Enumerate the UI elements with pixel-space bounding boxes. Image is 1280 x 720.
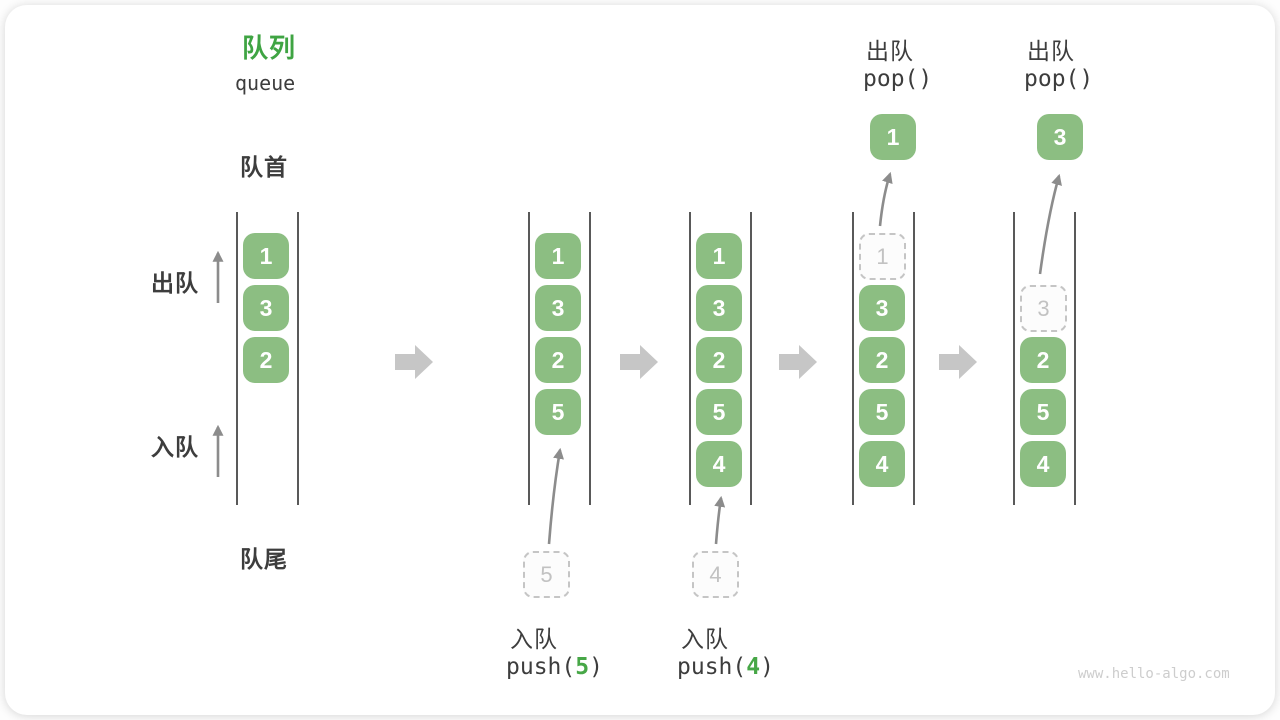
queue-element: 5	[696, 389, 742, 435]
code-push-pre: push(	[506, 654, 576, 680]
queue-element: 3	[535, 285, 581, 331]
popped-element: 3	[1037, 114, 1083, 160]
diagram-title-zh: 队列	[242, 33, 297, 63]
queue-element: 3	[243, 285, 289, 331]
queue-element: 5	[859, 389, 905, 435]
queue-element: 2	[535, 337, 581, 383]
queue-element: 4	[859, 441, 905, 487]
code-push-arg: 4	[746, 654, 761, 680]
removed-element-ghost: 3	[1020, 285, 1067, 332]
queue-element: 1	[535, 233, 581, 279]
label-dequeue-op: 出队	[1027, 38, 1075, 64]
queue-channel-line	[1074, 212, 1076, 505]
diagram-card	[5, 5, 1275, 715]
queue-element: 2	[696, 337, 742, 383]
queue-element: 2	[859, 337, 905, 383]
queue-element: 2	[243, 337, 289, 383]
label-dequeue-side: 出队	[151, 270, 199, 296]
queue-element: 3	[696, 285, 742, 331]
label-enqueue-side: 入队	[151, 434, 199, 460]
label-queue-front: 队首	[240, 154, 288, 180]
queue-element: 3	[859, 285, 905, 331]
queue-element: 1	[696, 233, 742, 279]
code-push-pre: push(	[677, 654, 747, 680]
incoming-element-ghost: 5	[523, 551, 570, 598]
queue-channel-line	[528, 212, 530, 505]
queue-channel-line	[1013, 212, 1015, 505]
code-pop-1: pop()	[863, 66, 933, 92]
queue-channel-line	[689, 212, 691, 505]
code-pop-2: pop()	[1024, 66, 1094, 92]
removed-element-ghost: 1	[859, 233, 906, 280]
diagram-title-en: queue	[235, 71, 296, 95]
label-queue-rear: 队尾	[240, 546, 288, 572]
queue-channel-line	[236, 212, 238, 505]
code-push-post: )	[760, 654, 774, 680]
watermark: www.hello-algo.com	[1078, 666, 1230, 682]
queue-element: 1	[243, 233, 289, 279]
queue-channel-line	[297, 212, 299, 505]
queue-element: 4	[696, 441, 742, 487]
queue-channel-line	[852, 212, 854, 505]
code-push-arg: 5	[575, 654, 590, 680]
queue-element: 2	[1020, 337, 1066, 383]
queue-channel-line	[913, 212, 915, 505]
label-dequeue-op: 出队	[866, 38, 914, 64]
queue-channel-line	[750, 212, 752, 505]
code-push-5: push(5)	[506, 654, 603, 680]
popped-element: 1	[870, 114, 916, 160]
code-push-post: )	[589, 654, 603, 680]
label-enqueue-op: 入队	[510, 626, 558, 652]
code-push-4: push(4)	[677, 654, 774, 680]
queue-element: 5	[1020, 389, 1066, 435]
queue-element: 5	[535, 389, 581, 435]
label-enqueue-op: 入队	[681, 626, 729, 652]
incoming-element-ghost: 4	[692, 551, 739, 598]
queue-element: 4	[1020, 441, 1066, 487]
queue-channel-line	[589, 212, 591, 505]
